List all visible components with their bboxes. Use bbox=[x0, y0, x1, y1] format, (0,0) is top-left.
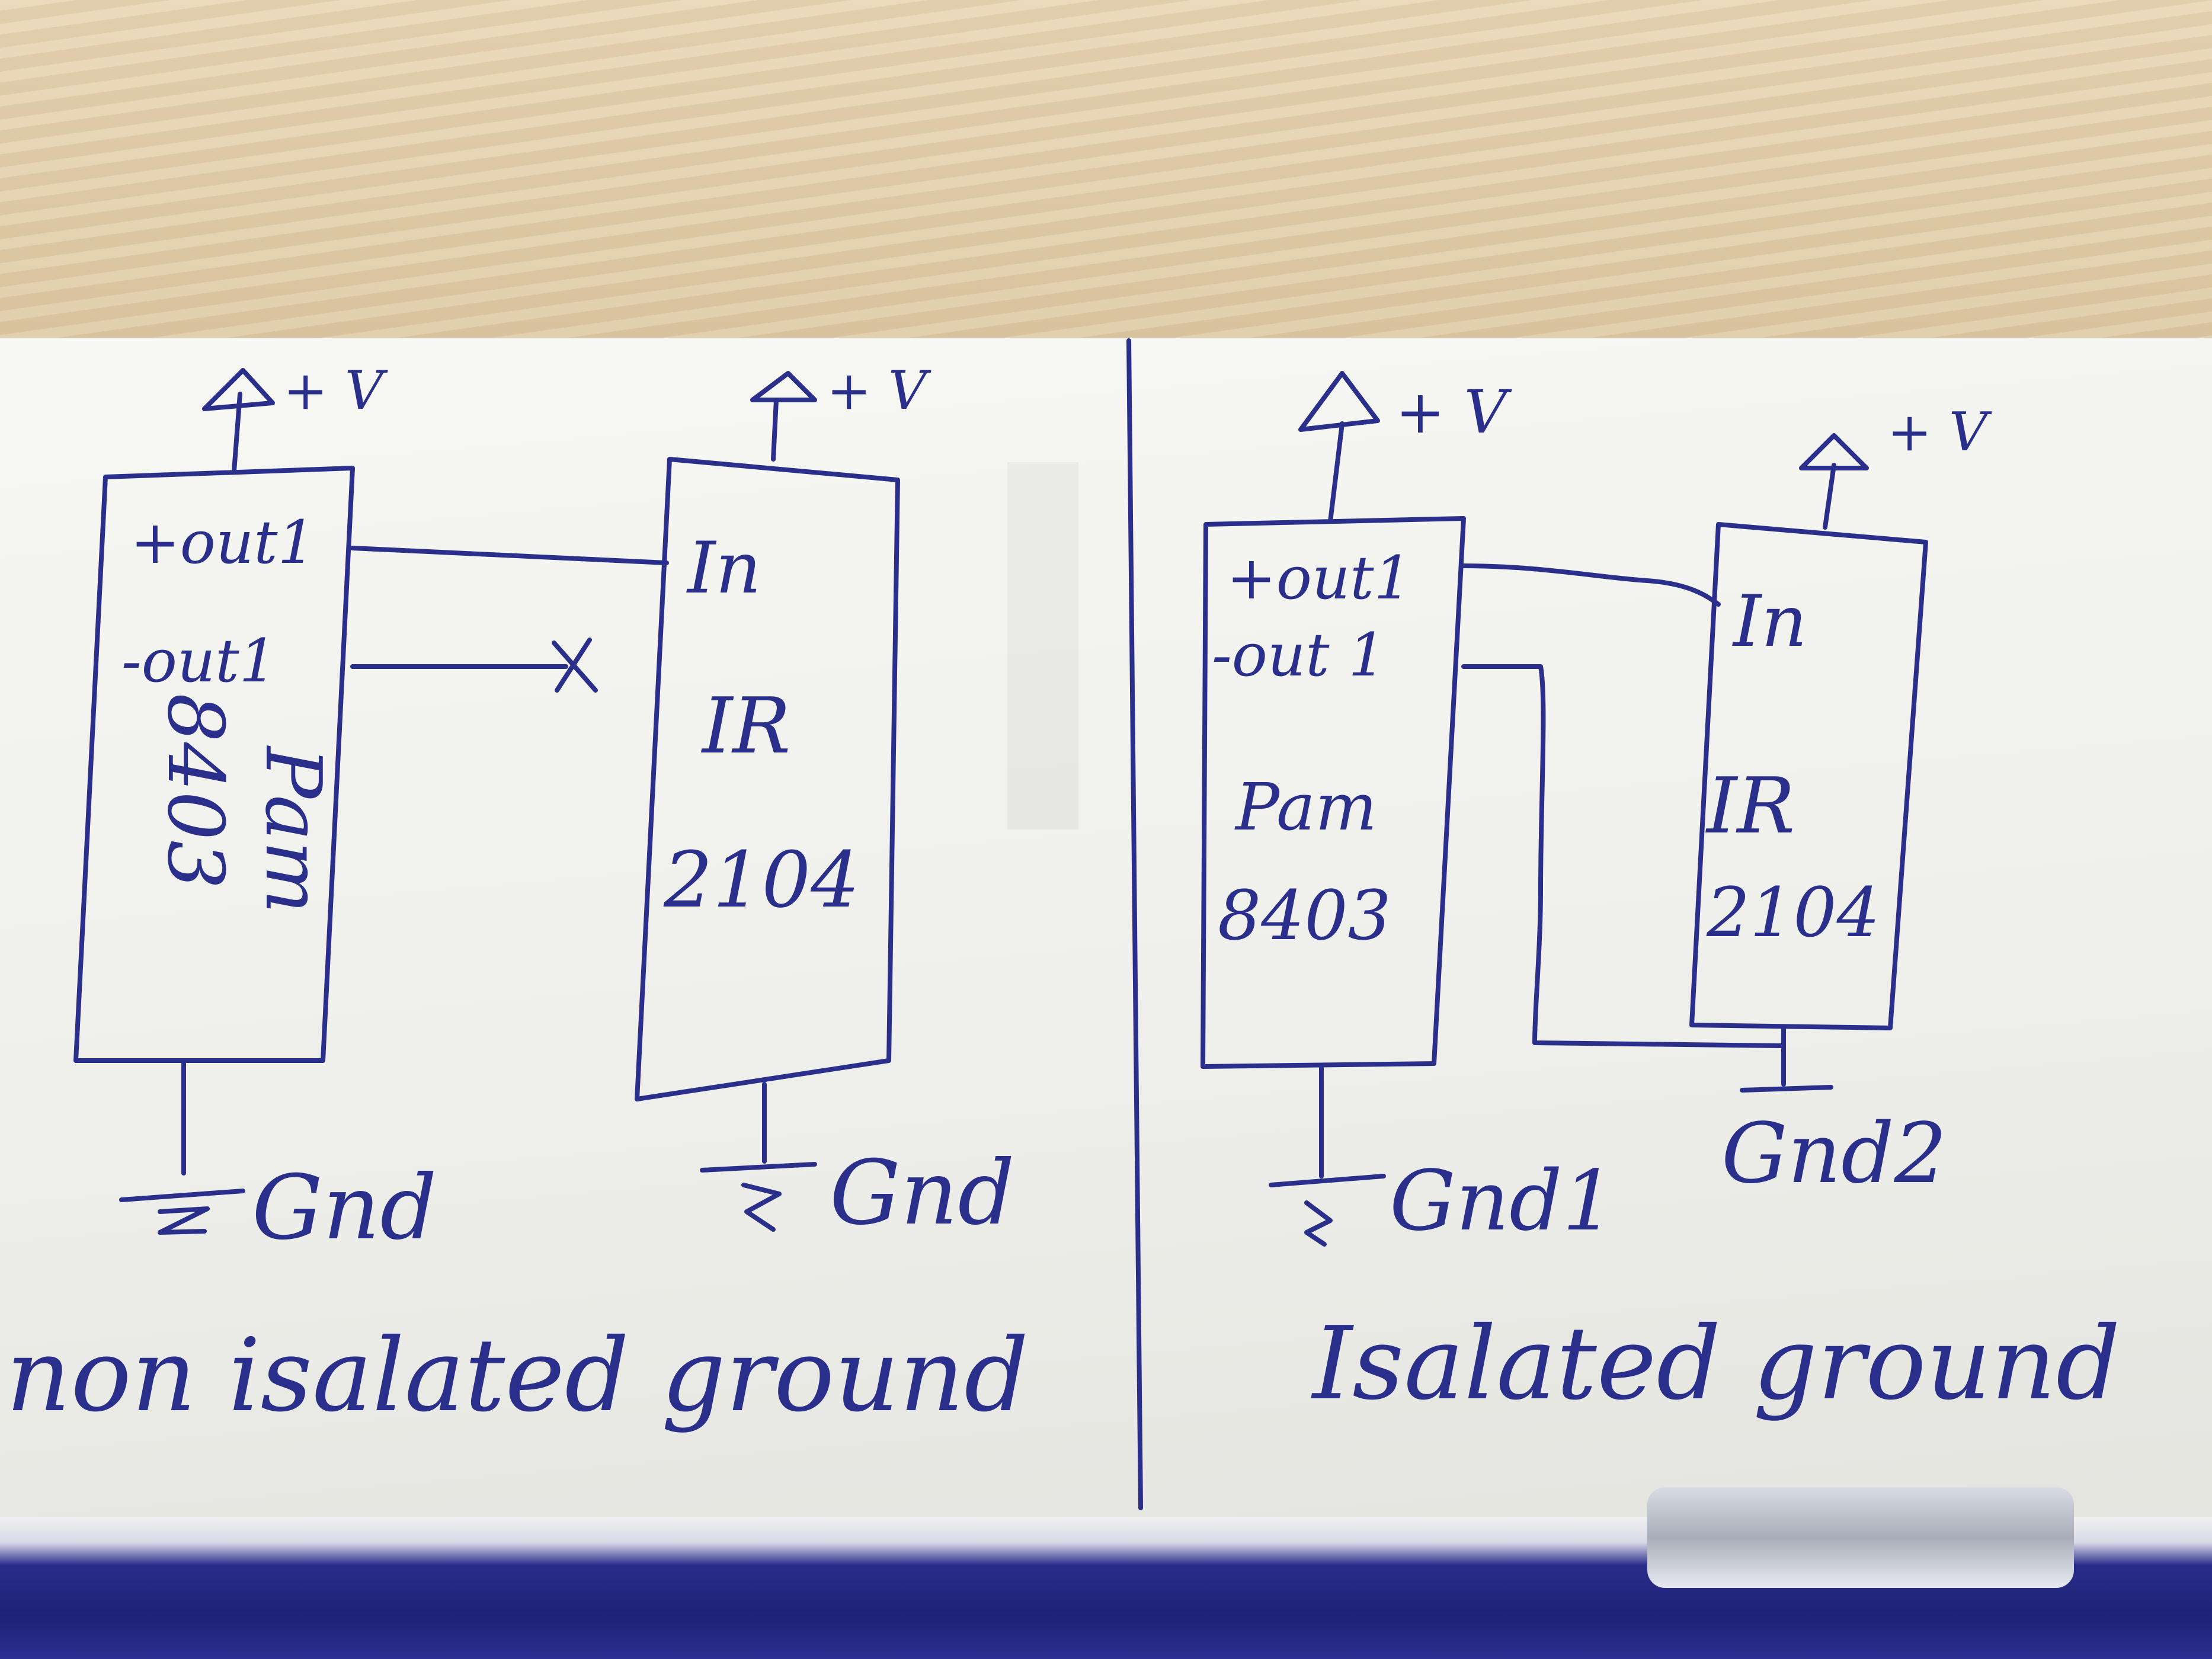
right-ir-block: + V Gnd2 In IR 2104 bbox=[1689, 401, 1992, 1202]
left-ir-supply-arrow-icon bbox=[750, 371, 817, 402]
left-ir-name: IR bbox=[701, 681, 790, 771]
right-caption: Isalated ground bbox=[1311, 1305, 2121, 1423]
left-pam-out-plus-label: +out1 bbox=[130, 508, 315, 577]
left-pam-ground-icon bbox=[119, 1189, 245, 1235]
right-ir-in-label: In bbox=[1732, 581, 1807, 663]
bleed-through-text bbox=[1007, 462, 1078, 830]
left-nc-x-icon bbox=[552, 638, 598, 693]
right-ground-return-wire bbox=[1461, 664, 1786, 1048]
paper-sheet bbox=[0, 338, 2212, 1659]
right-pam-ground-icon bbox=[1269, 1174, 1386, 1247]
right-pam-supply-wire bbox=[1328, 421, 1345, 524]
left-pam-ground-label: Gnd bbox=[252, 1157, 437, 1260]
right-pam-block: + V Gnd1 +out1 -out 1 Pam 8403 bbox=[1201, 371, 1615, 1250]
left-pam-rotated-label: Pam 8403 bbox=[151, 693, 338, 914]
right-pam-out-minus-label: -out 1 bbox=[1212, 620, 1386, 690]
left-ir-ground-icon bbox=[700, 1162, 817, 1232]
left-pam-supply-arrow-icon bbox=[202, 368, 275, 411]
binder-clip bbox=[1647, 1487, 2074, 1588]
left-pam-model: 8403 bbox=[151, 693, 241, 889]
right-ir-box bbox=[1689, 522, 1928, 1030]
right-pam-name: Pam bbox=[1234, 769, 1377, 845]
right-pam-out-plus-label: +out1 bbox=[1227, 543, 1411, 613]
right-ir-supply-label: + V bbox=[1887, 401, 1992, 463]
left-pam-block: + V Gnd +out1 -out1 Pam 8403 bbox=[73, 360, 437, 1260]
left-pam-name: Pam bbox=[248, 745, 338, 914]
right-ir-ground-label: Gnd2 bbox=[1721, 1106, 1947, 1202]
right-pam-supply-arrow-icon bbox=[1298, 371, 1380, 432]
right-pam-box bbox=[1201, 516, 1466, 1069]
right-panel: + V Gnd1 +out1 -out 1 Pam 8403 + V Gnd2 … bbox=[1201, 371, 2121, 1423]
left-ir-box bbox=[635, 457, 900, 1101]
right-pam-supply-label: + V bbox=[1395, 377, 1512, 447]
left-ir-supply-label: + V bbox=[827, 360, 931, 422]
right-ir-supply-wire bbox=[1823, 463, 1836, 530]
right-signal-wire bbox=[1461, 563, 1721, 607]
right-pam-model: 8403 bbox=[1218, 876, 1391, 956]
left-ir-model: 2104 bbox=[663, 835, 860, 925]
panel-divider bbox=[1126, 338, 1143, 1510]
right-ir-supply-arrow-icon bbox=[1799, 433, 1869, 470]
left-panel: + V Gnd +out1 -out1 Pam 8403 x + V bbox=[6, 360, 1029, 1434]
left-pam-out-minus-label: -out1 bbox=[121, 626, 277, 696]
left-signal-wire bbox=[350, 546, 669, 565]
right-pam-ground-label: Gnd1 bbox=[1390, 1153, 1615, 1250]
left-nc-mark: x bbox=[616, 687, 617, 688]
left-pam-supply-label: + V bbox=[283, 360, 388, 422]
right-ir-name: IR bbox=[1705, 761, 1795, 851]
left-ir-ground-label: Gnd bbox=[830, 1142, 1014, 1245]
left-pam-box bbox=[73, 466, 355, 1063]
left-ir-block: + V Gnd In IR 2104 bbox=[635, 360, 1014, 1245]
right-ir-model: 2104 bbox=[1706, 873, 1880, 953]
right-ir-ground-icon bbox=[1740, 1085, 1833, 1093]
left-ir-in-label: In bbox=[686, 527, 761, 610]
left-ir-supply-wire bbox=[771, 398, 779, 462]
left-caption: non isalated ground bbox=[6, 1317, 1029, 1434]
